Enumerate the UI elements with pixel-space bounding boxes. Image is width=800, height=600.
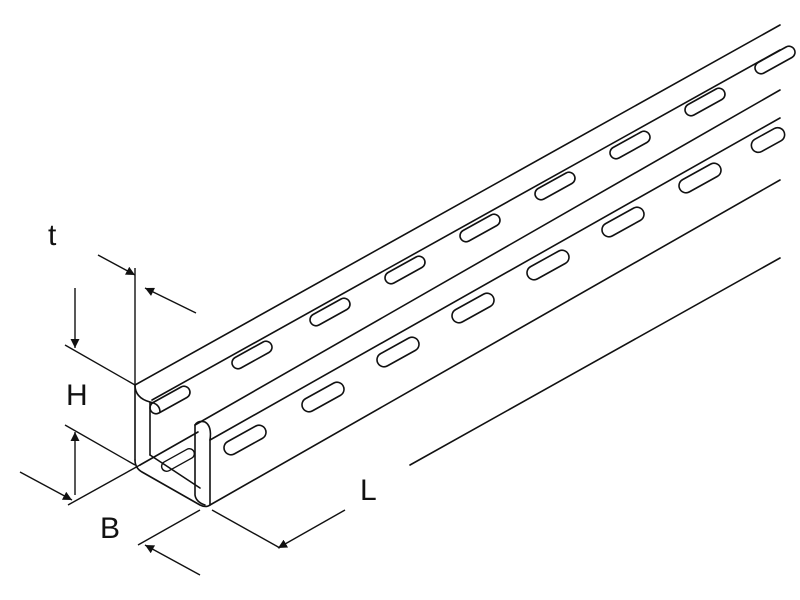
dimension-lines — [19, 254, 346, 576]
slot — [149, 385, 191, 415]
t-arrow-right — [144, 287, 197, 314]
l-arrow — [277, 509, 346, 549]
top-rail-inner-edge — [151, 49, 781, 401]
slot — [459, 213, 501, 243]
b-arrow-right — [144, 544, 201, 576]
b-arrow-left — [19, 471, 73, 501]
slot — [231, 340, 273, 370]
front-face-bottom-edge — [209, 179, 781, 506]
slot — [526, 249, 570, 281]
slot — [754, 45, 796, 75]
bottom-back-edge — [139, 431, 199, 466]
slot — [678, 162, 722, 194]
slot — [534, 171, 576, 201]
h-extension-bottom — [64, 424, 136, 466]
b-extension-right — [137, 509, 201, 546]
label-length: L — [360, 474, 377, 507]
channel-body — [134, 24, 781, 508]
front-rail-inner-edge — [209, 117, 781, 441]
slot — [384, 255, 426, 285]
slot — [601, 206, 645, 238]
front-rail-upper-edge — [194, 89, 781, 426]
slot — [223, 424, 267, 456]
front-rail-curl — [194, 420, 212, 441]
slot — [301, 381, 345, 413]
slot — [160, 447, 196, 473]
floor-inner-edge — [149, 454, 201, 489]
slot — [309, 297, 351, 327]
label-width: B — [100, 512, 120, 545]
slot — [750, 126, 786, 154]
slot — [609, 130, 651, 160]
label-thickness: t — [48, 219, 57, 252]
floor-left-edge — [134, 459, 211, 508]
l-extension-line — [211, 509, 281, 549]
slots-floor — [160, 447, 196, 473]
h-extension-top — [64, 344, 136, 386]
slots-top-rail — [149, 45, 796, 415]
top-rail-upper-edge — [134, 24, 781, 386]
slot — [684, 87, 726, 117]
b-extension-left — [67, 464, 141, 506]
ground-line — [409, 257, 781, 466]
slot — [376, 336, 420, 368]
t-arrow-left — [97, 254, 136, 276]
front-wall-left-edge — [194, 424, 206, 506]
slot — [451, 292, 495, 324]
label-height: H — [66, 379, 88, 412]
slots-front-face — [223, 126, 786, 456]
